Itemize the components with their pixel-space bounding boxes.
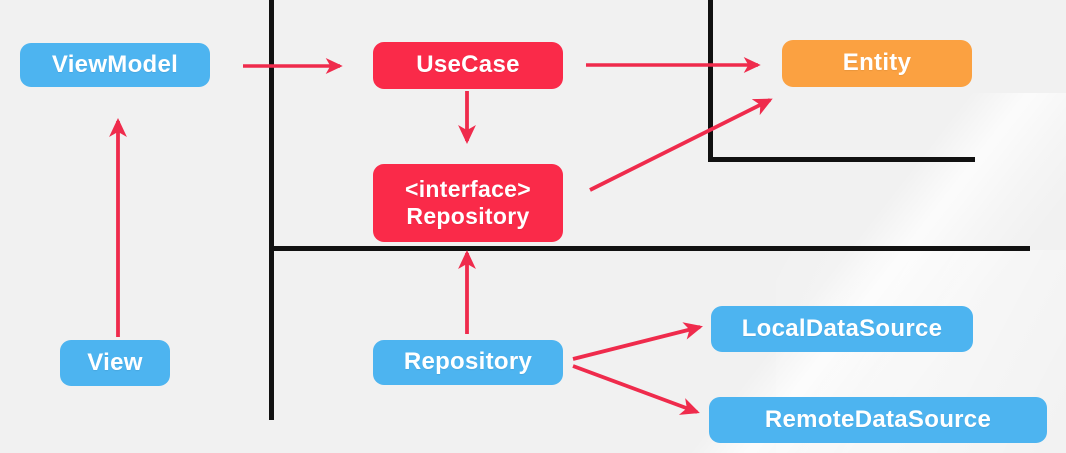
node-local-datasource[interactable]: LocalDataSource [711, 306, 973, 352]
node-viewmodel-label: ViewModel [51, 50, 179, 78]
edge-repository-interface-to-entity [589, 98, 773, 192]
node-entity[interactable]: Entity [782, 40, 972, 87]
node-viewmodel[interactable]: ViewModel [20, 43, 210, 87]
node-view[interactable]: View [60, 340, 170, 386]
edge-repository-impl-to-remote-datasource [572, 364, 700, 415]
node-usecase[interactable]: UseCase [373, 42, 563, 89]
node-remote-datasource[interactable]: RemoteDataSource [709, 397, 1047, 443]
node-repository-interface[interactable]: <interface> Repository [373, 164, 563, 242]
node-remote-datasource-label: RemoteDataSource [764, 405, 992, 433]
node-repository-impl[interactable]: Repository [373, 340, 563, 385]
node-view-label: View [87, 348, 143, 376]
node-repository-impl-label: Repository [403, 348, 533, 376]
node-local-datasource-label: LocalDataSource [741, 314, 943, 342]
node-usecase-label: UseCase [416, 51, 520, 79]
node-repository-interface-stereotype: <interface> [404, 175, 532, 202]
node-repository-interface-label: Repository [406, 203, 530, 229]
node-entity-label: Entity [842, 49, 912, 77]
edge-repository-impl-to-local-datasource [572, 322, 703, 361]
